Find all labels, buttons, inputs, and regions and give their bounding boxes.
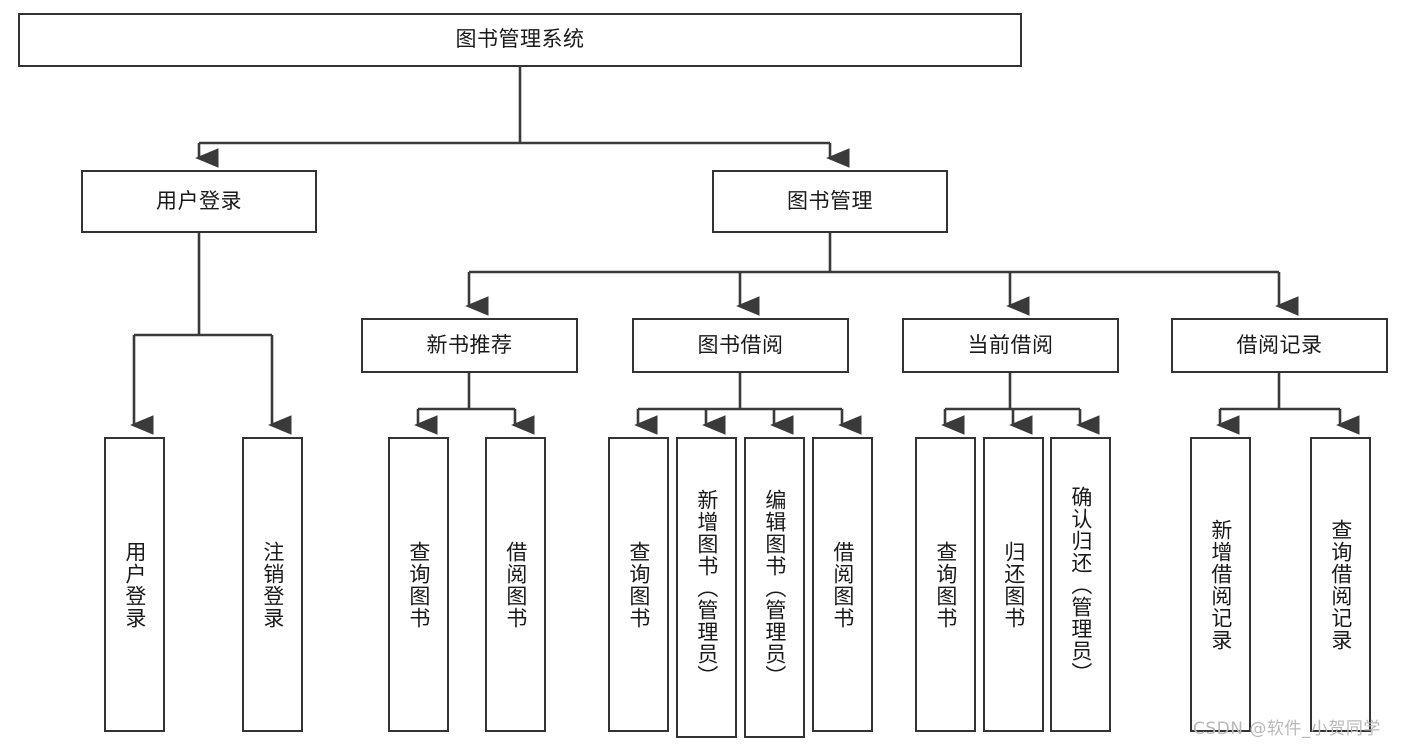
leaf-label: 借阅图书: [503, 540, 528, 629]
node-leaf-confirm-return[interactable]: 确认归还（管理员）: [1050, 437, 1111, 732]
leaf-label: 借阅图书: [830, 540, 855, 629]
node-leaf-query-record[interactable]: 查询借阅记录: [1310, 437, 1371, 732]
leaf-label: 用户登录: [122, 540, 147, 629]
node-book-borrow[interactable]: 图书借阅: [632, 318, 849, 373]
leaf-label: 查询图书: [626, 540, 651, 629]
node-current-borrow[interactable]: 当前借阅: [902, 318, 1119, 373]
node-leaf-borrow-book[interactable]: 借阅图书: [812, 437, 873, 732]
node-book-management[interactable]: 图书管理: [712, 170, 948, 233]
node-root-system[interactable]: 图书管理系统: [18, 13, 1022, 67]
node-leaf-query-books-current[interactable]: 查询图书: [915, 437, 976, 732]
node-new-book-recommend[interactable]: 新书推荐: [361, 318, 578, 373]
node-user-login[interactable]: 用户登录: [81, 170, 317, 233]
node-leaf-add-record[interactable]: 新增借阅记录: [1190, 437, 1251, 732]
leaf-label: 归还图书: [1001, 540, 1026, 629]
node-leaf-borrow-books-recommend[interactable]: 借阅图书: [485, 437, 546, 732]
node-borrow-record[interactable]: 借阅记录: [1171, 318, 1388, 373]
node-leaf-logout[interactable]: 注销登录: [242, 437, 303, 732]
leaf-label: 查询图书: [933, 540, 958, 629]
csdn-watermark: CSDN @软件_小贺同学: [1193, 719, 1381, 739]
leaf-label: 查询图书: [406, 540, 431, 629]
node-leaf-user-login[interactable]: 用户登录: [104, 437, 165, 732]
node-leaf-add-book[interactable]: 新增图书（管理员）: [676, 437, 737, 738]
leaf-label: 新增图书（管理员）: [694, 488, 719, 687]
node-leaf-query-books-borrow[interactable]: 查询图书: [608, 437, 669, 732]
node-leaf-edit-book[interactable]: 编辑图书（管理员）: [744, 437, 805, 738]
leaf-label: 新增借阅记录: [1208, 518, 1233, 651]
node-leaf-query-books-recommend[interactable]: 查询图书: [388, 437, 449, 732]
leaf-label: 查询借阅记录: [1328, 518, 1353, 651]
leaf-label: 编辑图书（管理员）: [762, 488, 787, 687]
node-leaf-return-book[interactable]: 归还图书: [983, 437, 1044, 732]
leaf-label: 注销登录: [260, 540, 285, 629]
leaf-label: 确认归还（管理员）: [1068, 485, 1093, 684]
